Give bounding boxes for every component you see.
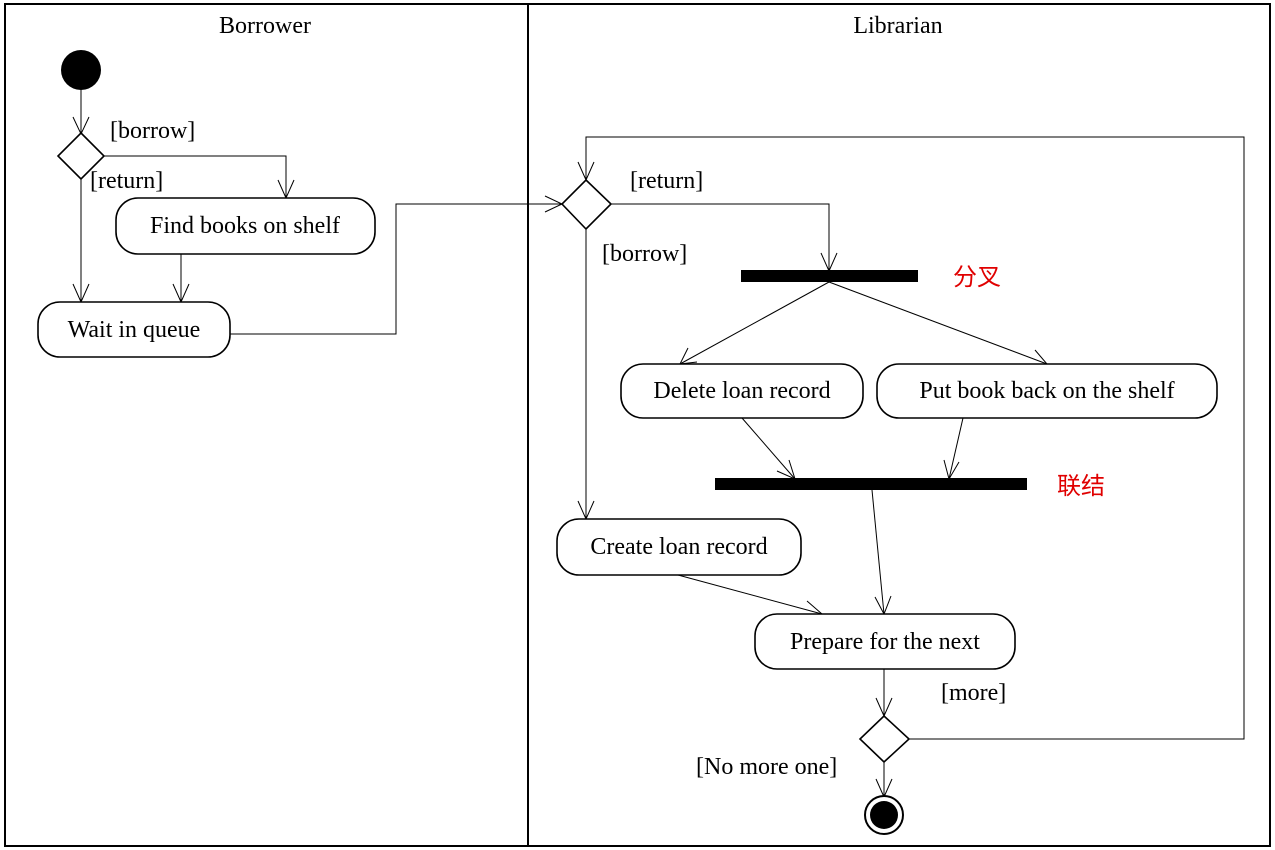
guard-labels: [borrow] [return] [return] [borrow] [mor… <box>90 118 1006 780</box>
arrowhead <box>1029 349 1049 365</box>
edges <box>72 87 1245 799</box>
edge-join-to-prepare-next <box>871 489 885 615</box>
action-create-loan: Create loan record <box>556 518 802 576</box>
lane-title-borrower: Borrower <box>219 13 311 39</box>
action-wait-queue: Wait in queue <box>37 301 231 358</box>
edge-fork-to-put-back <box>828 281 1048 365</box>
action-label: Create loan record <box>590 534 767 560</box>
swimlane-frame: Borrower Librarian <box>4 3 1271 847</box>
action-prepare-next: Prepare for the next <box>754 613 1016 670</box>
edge-create-loan-to-prepare-next <box>677 574 823 615</box>
guard-more: [more] <box>941 680 1006 706</box>
guard-no-more: [No more one] <box>696 754 837 780</box>
action-label: Find books on shelf <box>150 213 340 239</box>
guard-librarian-borrow: [borrow] <box>602 241 687 267</box>
join-bar <box>715 478 1027 490</box>
edge-borrow-to-find-books <box>104 155 287 198</box>
decision-node-librarian <box>560 178 613 231</box>
edge-return-to-fork <box>611 203 830 271</box>
action-delete-loan: Delete loan record <box>620 363 864 419</box>
guard-borrower-return: [return] <box>90 168 163 194</box>
action-label: Prepare for the next <box>790 629 980 655</box>
fork-annotation: 分叉 <box>953 264 1001 291</box>
edge-put-back-to-join <box>948 417 964 480</box>
edge-more-loop-back <box>585 136 1245 740</box>
action-label: Put book back on the shelf <box>919 378 1174 404</box>
diagram-border <box>4 3 1271 847</box>
initial-node <box>61 50 101 90</box>
edge-delete-loan-to-join <box>741 417 796 480</box>
nodes: Find books on shelf Wait in queue Delete… <box>37 50 1218 835</box>
fork-bar <box>741 270 918 282</box>
decision-node-borrower <box>56 131 106 181</box>
action-label: Delete loan record <box>653 378 830 404</box>
guard-borrower-borrow: [borrow] <box>110 118 195 144</box>
decision-node-more <box>858 714 911 764</box>
final-node <box>864 795 904 835</box>
edge-wait-queue-to-librarian-decision <box>230 203 562 335</box>
guard-librarian-return: [return] <box>630 168 703 194</box>
edge-fork-to-delete-loan <box>679 281 830 365</box>
annotations: 分叉 联结 <box>953 264 1105 500</box>
action-find-books: Find books on shelf <box>115 197 376 255</box>
action-put-back: Put book back on the shelf <box>876 363 1218 419</box>
action-label: Wait in queue <box>68 317 201 343</box>
join-annotation: 联结 <box>1057 473 1105 500</box>
lane-title-librarian: Librarian <box>853 13 942 39</box>
